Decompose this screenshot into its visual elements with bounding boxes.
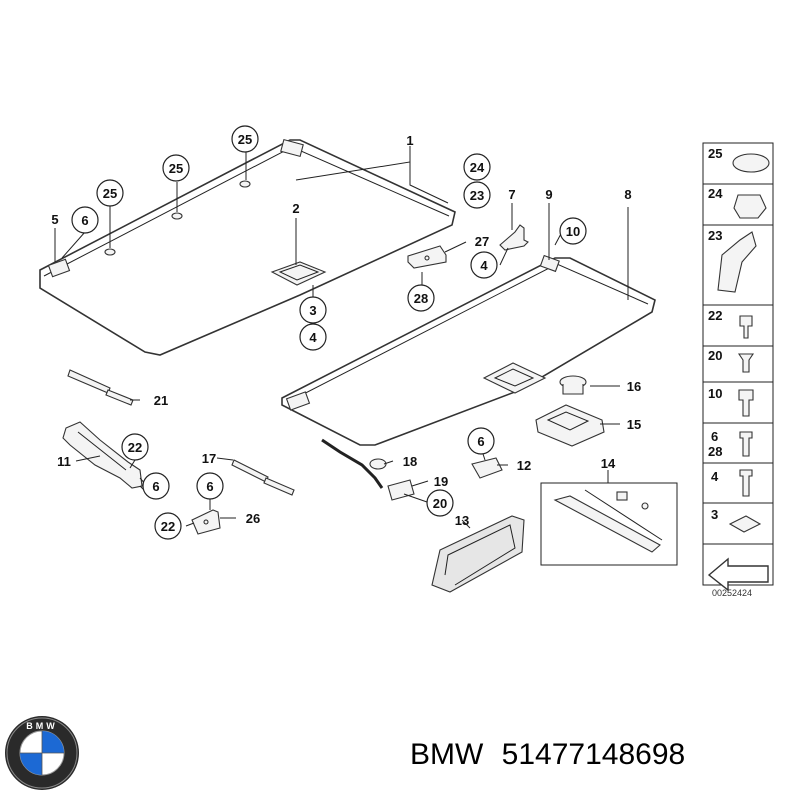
grille-13 — [431, 515, 525, 593]
callout-19: 19 — [434, 474, 448, 489]
callout-1: 1 — [406, 133, 413, 148]
callout-22a: 22 — [128, 440, 142, 455]
lower-floor-panel — [281, 254, 656, 446]
leader-lines — [54, 146, 629, 529]
gas-strut-21 — [67, 369, 134, 406]
callout-27: 27 — [475, 234, 489, 249]
legend-23: 23 — [708, 228, 722, 243]
part-number: 51477148698 — [501, 738, 686, 771]
fastener-legend — [702, 142, 774, 592]
legend-22: 22 — [708, 308, 722, 323]
hinge-bracket-27 — [407, 245, 447, 269]
latch-15 — [535, 404, 605, 447]
callout-24: 24 — [470, 160, 485, 175]
callout-26: 26 — [246, 511, 260, 526]
callout-25a: 25 — [238, 132, 252, 147]
callout-4: 4 — [309, 330, 317, 345]
callout-5: 5 — [51, 212, 58, 227]
callout-3: 3 — [309, 303, 316, 318]
legend-3: 3 — [711, 507, 718, 522]
callout-8: 8 — [624, 187, 631, 202]
legend-24: 24 — [708, 186, 723, 201]
callout-6c: 6 — [206, 479, 213, 494]
legend-20: 20 — [708, 348, 722, 363]
legend-6: 6 — [711, 429, 718, 444]
callout-11: 11 — [57, 454, 71, 469]
callout-6b: 6 — [152, 479, 159, 494]
diagram-code: 00252424 — [712, 588, 752, 598]
hinge-7 — [499, 224, 529, 251]
callout-15: 15 — [627, 417, 641, 432]
legend-10: 10 — [708, 386, 722, 401]
callout-9: 9 — [545, 187, 552, 202]
logo-lettering: BMW — [26, 721, 58, 731]
knob-16 — [559, 375, 587, 395]
clip-19 — [387, 479, 415, 501]
callout-7: 7 — [508, 187, 515, 202]
callout-25b: 25 — [169, 161, 183, 176]
callout-12: 12 — [517, 458, 531, 473]
gas-strut-17 — [231, 459, 295, 496]
callout-circles — [71, 125, 587, 540]
callout-6d: 6 — [477, 434, 484, 449]
legend-labels: 25 24 23 22 20 10 6 28 4 3 — [708, 146, 723, 522]
callout-23: 23 — [470, 188, 484, 203]
callout-13: 13 — [455, 513, 469, 528]
callout-18: 18 — [403, 454, 417, 469]
callout-6: 6 — [81, 213, 88, 228]
callout-4b: 4 — [480, 258, 488, 273]
brand-name: BMW — [410, 738, 484, 771]
clip-12 — [471, 457, 503, 479]
callout-25c: 25 — [103, 186, 117, 201]
support-arm-11 — [62, 421, 153, 499]
bmw-logo: BMW — [5, 716, 79, 790]
cable-18 — [321, 438, 387, 489]
callout-10: 10 — [566, 224, 580, 239]
callout-21: 21 — [154, 393, 168, 408]
inset-box-14 — [540, 482, 678, 566]
bracket-26 — [191, 509, 221, 535]
brand-footer: BMW 51477148698 — [410, 738, 790, 778]
legend-25: 25 — [708, 146, 722, 161]
callout-28: 28 — [414, 291, 428, 306]
callout-14: 14 — [601, 456, 616, 471]
callout-16: 16 — [627, 379, 641, 394]
callout-2: 2 — [292, 201, 299, 216]
callout-labels: 1 2 3 4 5 6 25 25 25 24 23 7 9 8 10 27 4… — [51, 132, 641, 534]
upper-floor-panel — [39, 138, 456, 356]
legend-28: 28 — [708, 444, 722, 459]
callout-17: 17 — [202, 451, 216, 466]
callout-22b: 22 — [161, 519, 175, 534]
legend-4: 4 — [711, 469, 719, 484]
callout-20: 20 — [433, 496, 447, 511]
